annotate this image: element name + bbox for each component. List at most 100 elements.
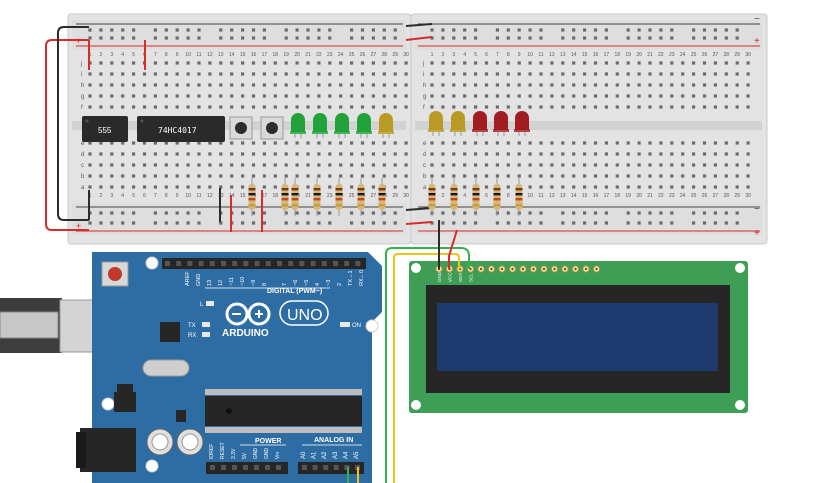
- breadboard-hole[interactable]: [692, 141, 696, 145]
- breadboard-hole[interactable]: [648, 72, 652, 76]
- breadboard-hole[interactable]: [371, 152, 375, 156]
- breadboard-hole[interactable]: [593, 163, 598, 167]
- breadboard-hole[interactable]: [153, 185, 157, 189]
- rail-hole[interactable]: [306, 221, 310, 225]
- rail-hole[interactable]: [517, 221, 521, 225]
- breadboard-hole[interactable]: [230, 141, 234, 145]
- breadboard-hole[interactable]: [724, 163, 728, 167]
- breadboard-hole[interactable]: [539, 72, 543, 76]
- breadboard-hole[interactable]: [681, 141, 685, 145]
- rail-hole[interactable]: [284, 221, 288, 225]
- rail-hole[interactable]: [350, 211, 354, 215]
- breadboard-hole[interactable]: [404, 61, 408, 65]
- breadboard-hole[interactable]: [88, 174, 92, 178]
- breadboard-hole[interactable]: [659, 105, 663, 109]
- rail-hole[interactable]: [583, 221, 587, 225]
- breadboard-hole[interactable]: [175, 152, 179, 156]
- breadboard-hole[interactable]: [626, 174, 630, 178]
- rail-hole[interactable]: [350, 36, 354, 40]
- breadboard-hole[interactable]: [659, 163, 663, 167]
- breadboard-hole[interactable]: [702, 163, 707, 167]
- rail-hole[interactable]: [393, 221, 397, 225]
- breadboard-hole[interactable]: [186, 94, 190, 98]
- breadboard-hole[interactable]: [382, 61, 386, 65]
- breadboard-right[interactable]: 1122334455667788991010111112121313141415…: [410, 13, 768, 245]
- breadboard-hole[interactable]: [583, 163, 587, 167]
- breadboard-hole[interactable]: [528, 61, 532, 65]
- header-pin[interactable]: [198, 261, 204, 266]
- rail-hole[interactable]: [713, 28, 717, 32]
- header-pin[interactable]: [277, 261, 282, 266]
- rail-hole[interactable]: [637, 28, 641, 32]
- breadboard-hole[interactable]: [284, 105, 288, 109]
- rail-hole[interactable]: [648, 211, 652, 215]
- breadboard-hole[interactable]: [208, 141, 212, 145]
- breadboard-hole[interactable]: [197, 163, 201, 167]
- breadboard-hole[interactable]: [648, 61, 652, 65]
- breadboard-hole[interactable]: [132, 72, 136, 76]
- breadboard-hole[interactable]: [561, 174, 565, 178]
- resistor[interactable]: [357, 178, 365, 216]
- breadboard-hole[interactable]: [713, 141, 717, 145]
- breadboard-hole[interactable]: [735, 163, 739, 167]
- rail-hole[interactable]: [441, 221, 445, 225]
- breadboard-hole[interactable]: [339, 141, 343, 145]
- breadboard-hole[interactable]: [463, 94, 467, 98]
- rail-hole[interactable]: [360, 36, 365, 40]
- breadboard-hole[interactable]: [273, 163, 277, 167]
- breadboard-hole[interactable]: [561, 72, 565, 76]
- breadboard-hole[interactable]: [604, 174, 608, 178]
- breadboard-hole[interactable]: [110, 61, 114, 65]
- rail-hole[interactable]: [517, 28, 521, 32]
- breadboard-hole[interactable]: [295, 105, 299, 109]
- breadboard-hole[interactable]: [604, 94, 608, 98]
- rail-hole[interactable]: [430, 28, 434, 32]
- rail-hole[interactable]: [99, 28, 103, 32]
- breadboard-hole[interactable]: [328, 94, 332, 98]
- rail-hole[interactable]: [295, 28, 299, 32]
- breadboard-hole[interactable]: [474, 174, 478, 178]
- breadboard-hole[interactable]: [241, 61, 245, 65]
- breadboard-hole[interactable]: [273, 174, 277, 178]
- rail-hole[interactable]: [441, 36, 445, 40]
- breadboard-hole[interactable]: [251, 152, 256, 156]
- breadboard-hole[interactable]: [197, 72, 201, 76]
- breadboard-hole[interactable]: [626, 152, 630, 156]
- breadboard-hole[interactable]: [404, 163, 408, 167]
- breadboard-hole[interactable]: [404, 174, 408, 178]
- breadboard-hole[interactable]: [317, 141, 321, 145]
- breadboard-hole[interactable]: [99, 163, 103, 167]
- resistor[interactable]: [450, 178, 458, 216]
- breadboard-hole[interactable]: [132, 105, 136, 109]
- rail-hole[interactable]: [197, 28, 201, 32]
- breadboard-hole[interactable]: [328, 141, 332, 145]
- rail-hole[interactable]: [251, 28, 256, 32]
- breadboard-hole[interactable]: [615, 152, 619, 156]
- breadboard-hole[interactable]: [251, 141, 256, 145]
- breadboard-hole[interactable]: [572, 105, 576, 109]
- breadboard-hole[interactable]: [197, 61, 201, 65]
- rail-hole[interactable]: [539, 211, 543, 215]
- rail-hole[interactable]: [528, 28, 532, 32]
- breadboard-hole[interactable]: [132, 141, 136, 145]
- breadboard-hole[interactable]: [517, 72, 521, 76]
- breadboard-hole[interactable]: [517, 105, 521, 109]
- breadboard-hole[interactable]: [692, 174, 696, 178]
- breadboard-hole[interactable]: [142, 83, 147, 87]
- breadboard-hole[interactable]: [593, 72, 598, 76]
- breadboard-hole[interactable]: [175, 141, 179, 145]
- breadboard-hole[interactable]: [692, 185, 696, 189]
- breadboard-hole[interactable]: [186, 72, 190, 76]
- breadboard-hole[interactable]: [539, 185, 543, 189]
- breadboard-hole[interactable]: [681, 152, 685, 156]
- breadboard-hole[interactable]: [219, 141, 223, 145]
- breadboard-hole[interactable]: [452, 94, 456, 98]
- rail-hole[interactable]: [474, 36, 478, 40]
- rail-hole[interactable]: [306, 28, 310, 32]
- breadboard-hole[interactable]: [317, 72, 321, 76]
- rail-hole[interactable]: [306, 211, 310, 215]
- breadboard-hole[interactable]: [132, 185, 136, 189]
- breadboard-hole[interactable]: [539, 94, 543, 98]
- rail-hole[interactable]: [175, 211, 179, 215]
- breadboard-hole[interactable]: [746, 72, 750, 76]
